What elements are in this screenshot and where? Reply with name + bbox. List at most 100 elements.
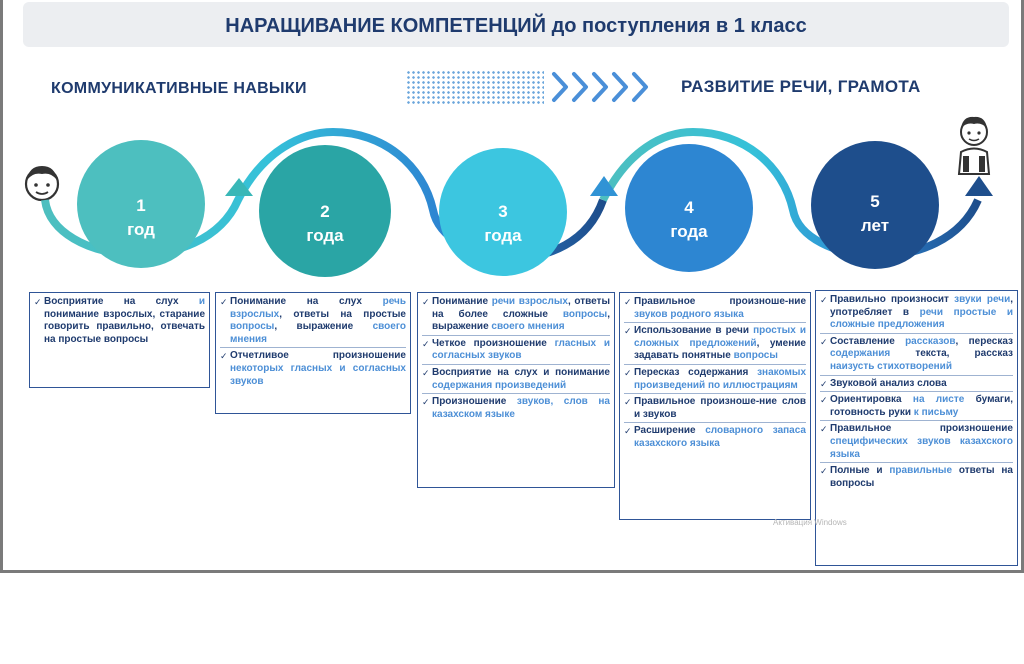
competency-text: Правильно произносит (830, 294, 955, 305)
competency-text: Отчетливое произношение (230, 350, 406, 362)
competency-text: , выражение (274, 321, 373, 333)
competency-text: некоторых гласных и согласных звуков (230, 362, 406, 387)
child-face-icon (24, 166, 60, 202)
competency-text: Правильное произноше-ние (634, 296, 806, 307)
page-title: НАРАЩИВАНИЕ КОМПЕТЕНЦИЙ до поступления в… (225, 15, 807, 37)
competency-text: Восприятие на слух и понимание (432, 366, 610, 378)
competency-item: Полные и правильные ответы на вопросы (820, 465, 1013, 490)
competency-item: Использование в речи простых и сложных п… (624, 325, 806, 365)
competency-item: Правильное произношение специфических зв… (820, 423, 1013, 464)
competency-text: специфических звуков казахского языка (830, 435, 1013, 460)
competency-text: , употребляет в (830, 294, 1013, 318)
stage-circle-1 (77, 140, 205, 268)
stage-circle-2 (259, 145, 391, 277)
dotted-band (406, 70, 544, 106)
competency-text: , ответы на более сложные (432, 296, 610, 320)
competency-text: словарного запаса казахского языка (634, 425, 806, 449)
competency-text: бумаги, готовность руки (830, 394, 1014, 418)
competency-text: содержания произведений (432, 379, 567, 391)
competency-text: вопросы (733, 350, 778, 362)
competency-item: Составление рассказов, пересказ содержан… (820, 336, 1013, 376)
stage-unit: года (670, 222, 708, 241)
competency-text: содержания (830, 348, 891, 360)
stage-circle-4 (625, 144, 753, 272)
competency-text: вопросы (562, 308, 608, 320)
competency-box-1: Восприятие на слух и понимание взрослых,… (29, 292, 210, 388)
competency-text: своего мнения (230, 321, 406, 345)
wave-arrowhead (225, 178, 253, 196)
competency-item: Понимание речи взрослых, ответы на более… (422, 296, 610, 336)
competency-item: Звуковой анализ слова (820, 378, 1013, 393)
competency-text: звуки речи (954, 294, 1011, 305)
stage-unit: год (127, 220, 155, 239)
competency-text: знакомых произведений по иллюстрациям (634, 366, 806, 391)
stage-circle-5 (811, 141, 939, 269)
competency-text: , выражение (432, 308, 610, 333)
competency-text: Звуковой анализ слова (830, 377, 947, 389)
competency-text: речи простые и сложные предложения (830, 306, 1013, 331)
competency-box-2: Понимание на слух речь взрослых, ответы … (215, 292, 411, 414)
competency-item: Правильное произноше-ние слов и звуков (624, 396, 806, 424)
competency-text: Понимание (432, 296, 492, 307)
competency-text: речи взрослых (491, 296, 568, 307)
competency-box-3: Понимание речи взрослых, ответы на более… (417, 292, 615, 488)
stage-label-3: 3 года (443, 200, 563, 248)
competency-item: Ориентировка на листе бумаги, готовность… (820, 394, 1014, 422)
competency-text: Четкое произношение (432, 337, 555, 349)
competency-text: понимание взрослых, старание говорить пр… (44, 308, 205, 345)
title-bar: НАРАЩИВАНИЕ КОМПЕТЕНЦИЙ до поступления в… (23, 2, 1009, 47)
competency-item: Восприятие на слух и понимание содержани… (422, 366, 610, 395)
competency-text: вопросы (230, 321, 275, 333)
competency-item: Отчетливое произношение некоторых гласны… (220, 350, 406, 388)
stage-number: 2 (320, 202, 330, 221)
competency-text: , ответы на простые (279, 308, 406, 320)
competency-item: Восприятие на слух и понимание взрослых,… (34, 296, 205, 346)
competency-text: Полные и (830, 465, 890, 477)
competency-text: своего мнения (491, 321, 565, 333)
stage-number: 5 (870, 192, 880, 211)
competency-text: Восприятие на слух (44, 296, 199, 307)
competency-text: Пересказ содержания (634, 366, 758, 378)
competency-text: звуков, слов на казахском языке (432, 396, 610, 420)
competency-box-4: Правильное произноше-ние звуков родного … (619, 292, 811, 520)
competency-text: правильные (889, 465, 953, 477)
competency-text: текста, рассказ (890, 348, 1013, 360)
stage-label-4: 4 года (629, 196, 749, 244)
subtitle-communication: КОММУНИКАТИВНЫЕ НАВЫКИ (51, 80, 307, 97)
schoolboy-icon (957, 116, 991, 175)
competency-text: Расширение (634, 425, 706, 437)
competency-text: Произношение (432, 396, 517, 408)
competency-item: Четкое произношение гласных и согласных … (422, 338, 610, 365)
competency-text: , умение задавать понятные (634, 337, 806, 362)
competency-item: Произношение звуков, слов на казахском я… (422, 396, 610, 421)
chevron-arrows-icon (552, 72, 648, 102)
subtitle-speech: РАЗВИТИЕ РЕЧИ, ГРАМОТА (681, 77, 921, 96)
stage-number: 3 (498, 202, 508, 221)
competency-text: ответы на вопросы (830, 465, 1013, 489)
slide: НАРАЩИВАНИЕ КОМПЕТЕНЦИЙ до поступления в… (0, 0, 1024, 573)
stage-circle-3 (439, 148, 567, 276)
competency-text: к письму (913, 406, 959, 418)
stage-label-2: 2 года (265, 200, 385, 248)
competency-text: , пересказ (955, 335, 1013, 347)
stage-unit: года (484, 226, 522, 245)
stage-number: 4 (684, 198, 694, 217)
competency-text: Использование в речи (634, 325, 754, 337)
competency-item: Пересказ содержания знакомых произведени… (624, 366, 806, 395)
competency-text: Составление (830, 335, 906, 347)
competency-text: наизусть стихотворений (830, 360, 952, 372)
competency-item: Расширение словарного запаса казахского … (624, 425, 806, 450)
competency-text: Понимание на слух (230, 296, 383, 307)
competency-text: Правильное произноше-ние слов и звуков (634, 396, 806, 420)
competency-item: Правильно произносит звуки речи, употреб… (820, 294, 1013, 334)
competency-text: Правильное произношение (830, 423, 1013, 435)
competency-box-5: Правильно произносит звуки речи, употреб… (815, 290, 1018, 566)
wave-arrowhead (590, 176, 618, 196)
stage-number: 1 (136, 196, 146, 215)
competency-text: рассказов (905, 335, 956, 347)
activation-watermark: Активация Windows (773, 518, 847, 527)
competency-text: Ориентировка (830, 394, 913, 406)
competency-item: Понимание на слух речь взрослых, ответы … (220, 296, 406, 349)
stage-label-1: 1 год (81, 194, 201, 242)
competency-text: речь взрослых (230, 296, 406, 320)
